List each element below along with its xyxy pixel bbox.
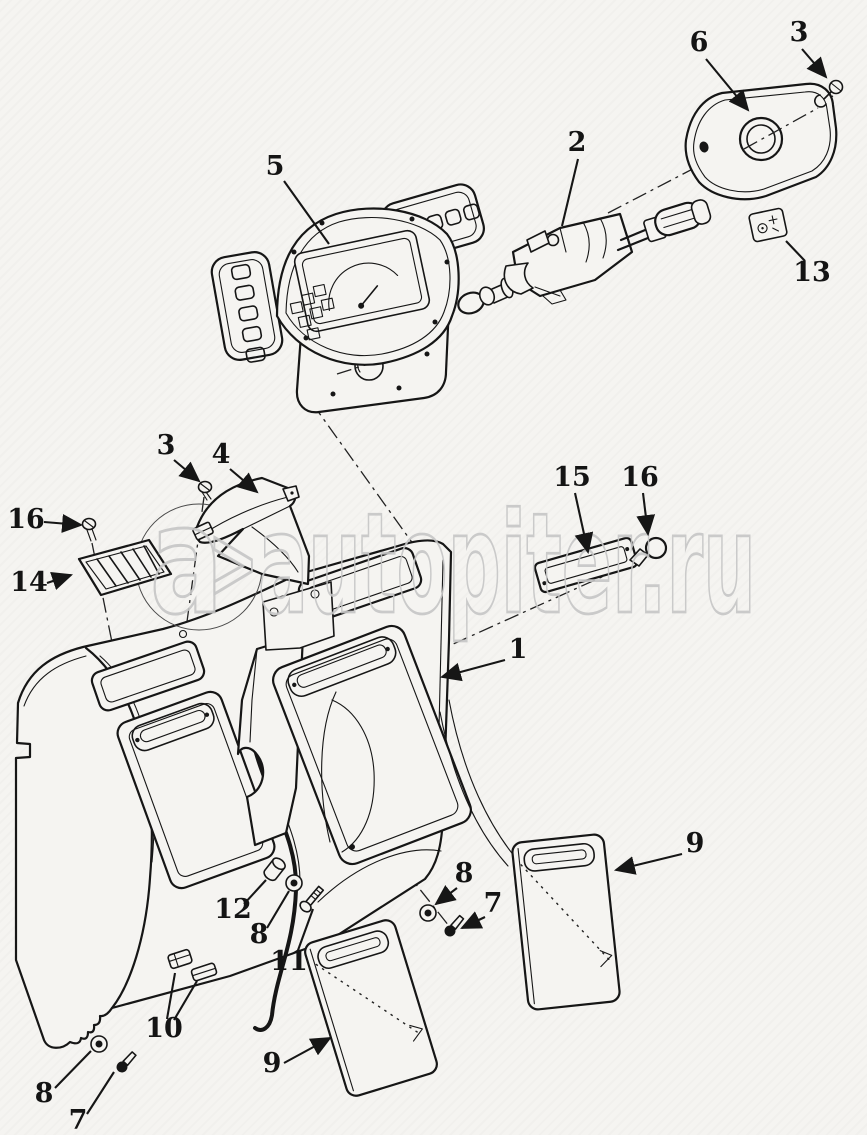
callout-5: 5: [266, 151, 285, 182]
console-opening-left: [116, 690, 276, 890]
door-panel-9-right: [511, 833, 621, 1011]
watermark-logo-a: a: [150, 473, 223, 647]
washer-8-bottom-left: [90, 1035, 108, 1053]
instrument-cluster: [210, 183, 485, 414]
console-body: [14, 539, 529, 1049]
screw-7-bottom-left: [116, 1051, 137, 1073]
leader-line-14: [46, 572, 73, 590]
leader-line-13: [785, 240, 806, 262]
screw-7-right: [444, 914, 465, 937]
leader-line-7: [460, 911, 486, 929]
leader-line-4: [229, 468, 259, 494]
callout-8: 8: [250, 919, 269, 950]
callout-7: 7: [69, 1105, 88, 1135]
console-top-opening-left: [90, 640, 206, 712]
leader-line-11: [296, 908, 314, 954]
callout-8: 8: [35, 1078, 54, 1109]
callout-13: 13: [793, 257, 831, 288]
leader-line-8: [54, 1050, 92, 1089]
screw-16-left: [81, 517, 97, 542]
watermark: a > autopiter.ru: [149, 472, 758, 649]
leader-line-12: [243, 879, 267, 905]
callout-4: 4: [212, 439, 231, 470]
bulb-16: [629, 536, 668, 567]
door-panel-9-center: [304, 919, 438, 1097]
callout-10: 10: [145, 1013, 183, 1044]
callout-1: 1: [509, 634, 528, 665]
vent-grille-14: [77, 538, 173, 597]
leader-line-10: [165, 972, 177, 1020]
leader-line-15: [573, 492, 594, 555]
lamp-housing-15: [533, 536, 639, 594]
watermark-logo-gt: >: [208, 505, 258, 621]
leader-line-5: [283, 180, 330, 245]
plate-13: [748, 207, 788, 243]
leader-line-8: [266, 890, 290, 929]
callout-9: 9: [263, 1048, 282, 1079]
leader-line-7: [86, 1071, 115, 1115]
callout-15: 15: [553, 462, 591, 493]
leader-line-2: [560, 158, 580, 227]
leader-line-6: [705, 58, 750, 112]
callout-9: 9: [686, 828, 705, 859]
spacer-12: [263, 857, 286, 882]
screw-3-top: [823, 79, 844, 100]
bolt-11: [299, 885, 325, 913]
washer-8-mid: [285, 874, 303, 892]
cluster-left-wing: [210, 251, 284, 363]
watermark-text: autopiter.ru: [258, 484, 756, 646]
washer-8-right: [419, 904, 437, 922]
callout-7: 7: [484, 888, 503, 919]
leader-line-16: [43, 514, 84, 533]
clips-10: [167, 948, 218, 982]
callout-8: 8: [455, 858, 474, 889]
callout-11: 11: [270, 946, 308, 977]
leader-line-9: [283, 1036, 332, 1064]
callout-3: 3: [790, 17, 809, 48]
leader-line-10: [173, 980, 198, 1021]
telltale-lamps: [289, 283, 335, 341]
callout-16: 16: [621, 462, 659, 493]
combination-switch: [457, 199, 712, 315]
leader-line-8: [434, 885, 458, 906]
steering-cover-panel: [684, 82, 838, 201]
callout-12: 12: [214, 894, 252, 925]
leader-line-3: [801, 48, 828, 79]
callout-3: 3: [157, 430, 176, 461]
gauge-window: [293, 229, 431, 333]
leader-line-3: [173, 459, 201, 483]
callout-6: 6: [690, 27, 709, 58]
leader-line-16: [636, 492, 656, 537]
screw-3-mid: [197, 480, 213, 501]
callout-16: 16: [7, 504, 45, 535]
console-opening-right: [272, 624, 472, 866]
leader-line-1: [439, 658, 506, 682]
leader-line-9: [613, 852, 683, 875]
callout-2: 2: [568, 127, 587, 158]
callout-14: 14: [10, 567, 48, 598]
